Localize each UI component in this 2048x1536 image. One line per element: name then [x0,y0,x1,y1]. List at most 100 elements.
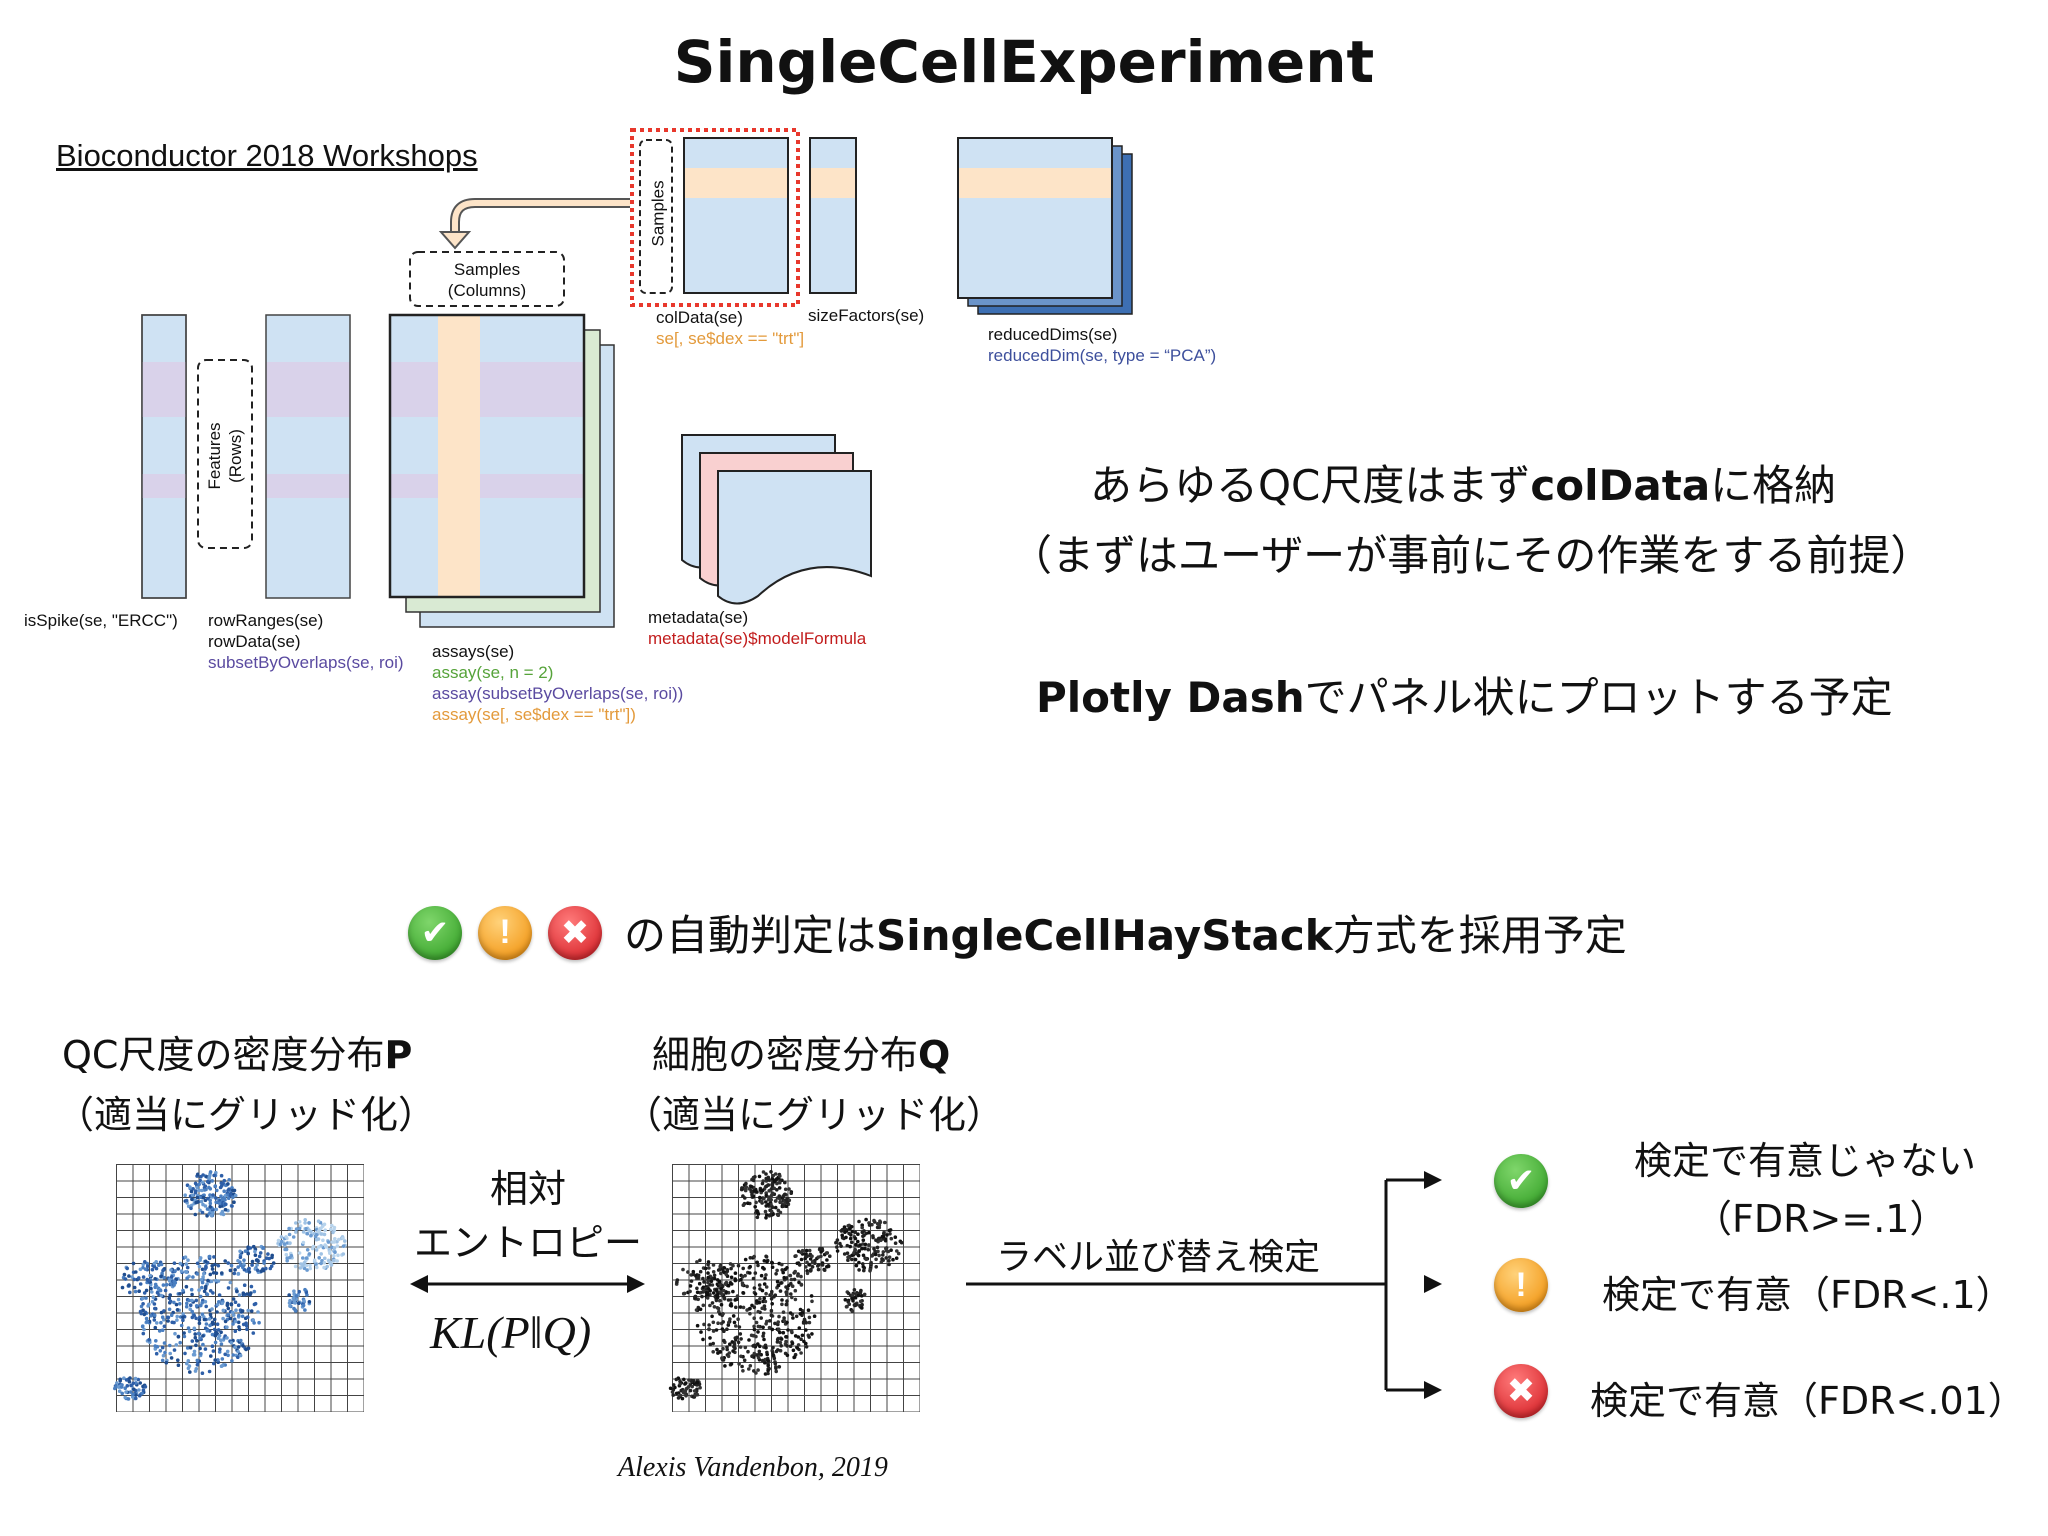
scatter-point [764,1213,769,1217]
scatter-point [727,1320,731,1325]
scatter-point [321,1238,325,1243]
scatter-point [266,1252,270,1256]
scatter-point [231,1195,235,1199]
scatter-point [750,1354,754,1358]
scatter-point [810,1332,814,1336]
scatter-point [761,1325,765,1330]
scatter-point [856,1232,860,1236]
scatter-point [867,1230,871,1235]
scatter-point [686,1385,691,1389]
scatter-point [208,1272,213,1277]
scatter-point [256,1310,260,1314]
scatter-point [850,1309,855,1313]
scatter-point [330,1223,334,1228]
outcome-fdr-lt-001: 検定で有意（FDR<.01） [1590,1379,2026,1423]
scatter-point [687,1378,691,1382]
scatter-point [710,1314,714,1319]
scatter-point [211,1271,216,1275]
scatter-point [221,1316,225,1321]
scatter-point [227,1187,231,1191]
scatter-point [775,1268,779,1273]
scatter-point [305,1248,310,1252]
scatter-point [132,1387,136,1392]
scatter-point [205,1292,210,1297]
scatter-point [186,1366,191,1371]
scatter-point [867,1223,872,1227]
scatter-point [167,1296,172,1300]
scatter-point [209,1354,213,1358]
scatter-point [695,1323,700,1328]
scatter-point [754,1200,758,1205]
scatter-point [203,1347,208,1351]
scatter-point [835,1245,839,1249]
scatter-point [140,1391,144,1396]
scatter-point [877,1223,882,1227]
scatter-point [200,1267,205,1272]
scatter-point [123,1395,127,1400]
scatter-point [316,1219,321,1223]
scatter-point [147,1338,151,1342]
scatter-point [215,1302,220,1307]
scatter-point [793,1288,798,1293]
scatter-point [738,1345,743,1349]
scatter-point [301,1230,306,1234]
scatter-point [721,1346,725,1351]
scatter-point [162,1275,166,1280]
scatter-point [696,1275,700,1280]
scatter-point [297,1220,302,1224]
scatter-point [189,1189,194,1194]
outcome-fdr-lt-01: 検定で有意（FDR<.1） [1602,1273,2014,1317]
scatter-point [842,1225,847,1229]
cell-density-scatter [668,1170,904,1401]
scatter-point [297,1226,302,1231]
scatter-point [136,1377,141,1382]
scatter-point [249,1284,254,1289]
scatter-point [761,1196,766,1201]
scatter-point [799,1351,803,1355]
scatter-point [174,1302,179,1307]
scatter-point [682,1389,686,1394]
scatter-point [152,1318,157,1322]
scatter-point [285,1241,290,1245]
reduceddims-caption: reducedDims(se)reducedDim(se, type = “PC… [988,325,1217,365]
scatter-point [146,1304,150,1308]
scatter-point [120,1285,125,1290]
scatter-point [774,1369,778,1374]
scatter-point [195,1363,200,1367]
scatter-point [172,1283,176,1287]
scatter-point [219,1181,224,1185]
scatter-point [201,1275,205,1279]
scatter-point [701,1276,705,1281]
scatter-point [739,1354,743,1359]
scatter-point [141,1388,146,1392]
scatter-point [238,1353,243,1358]
scatter-point [842,1252,847,1256]
scatter-point [772,1186,776,1191]
scatter-point [250,1259,255,1264]
scatter-point [732,1342,737,1346]
scatter-point [736,1263,741,1268]
scatter-point [748,1264,752,1269]
scatter-point [740,1364,744,1369]
scatter-point [703,1266,708,1271]
scatter-point [872,1247,876,1251]
scatter-point [736,1317,740,1321]
scatter-point [278,1242,283,1247]
scatter-point [843,1298,848,1302]
scatter-point [124,1378,129,1382]
scatter-point [835,1249,840,1253]
scatter-point [213,1340,218,1345]
scatter-point [181,1312,185,1316]
scatter-point [169,1282,173,1286]
scatter-point [138,1381,142,1385]
scatter-point [706,1262,710,1267]
scatter-point [715,1306,720,1310]
scatter-point [764,1254,768,1259]
scatter-point [230,1359,234,1363]
scatter-point [304,1263,309,1268]
scatter-point [757,1352,762,1356]
scatter-point [201,1342,205,1347]
scatter-point [712,1273,717,1278]
scatter-point [767,1325,772,1330]
check-icon: ✔ [408,905,462,960]
